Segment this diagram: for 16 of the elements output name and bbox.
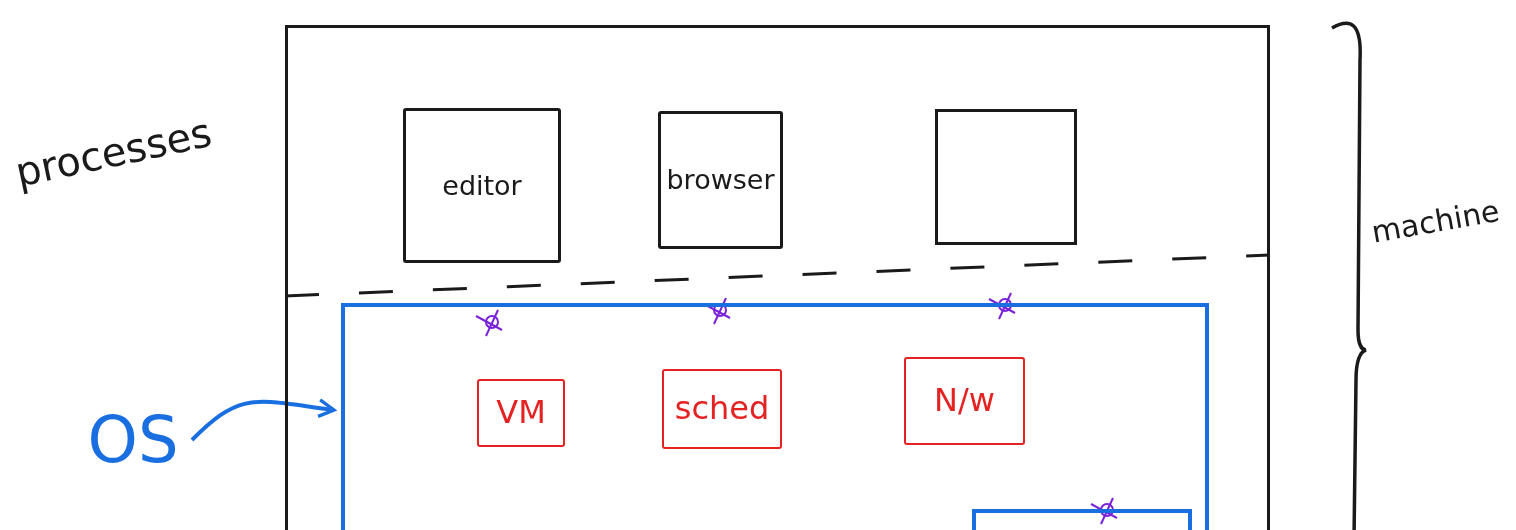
process-box (403, 108, 561, 263)
service-box (904, 357, 1025, 445)
node-label: browser (666, 165, 775, 195)
node-label: OS (87, 404, 179, 476)
service-box (662, 369, 782, 449)
arrow (190, 398, 336, 442)
machine-box (285, 25, 1270, 530)
process-box (658, 111, 783, 249)
node-label: VM (496, 395, 546, 431)
service-box (477, 379, 565, 447)
node-label: N/w (934, 383, 995, 419)
os-box (341, 303, 1209, 530)
node-label: editor (442, 170, 522, 201)
node-caption: machine (1368, 192, 1502, 250)
node-label: sched (674, 391, 770, 427)
process-box (935, 109, 1077, 245)
